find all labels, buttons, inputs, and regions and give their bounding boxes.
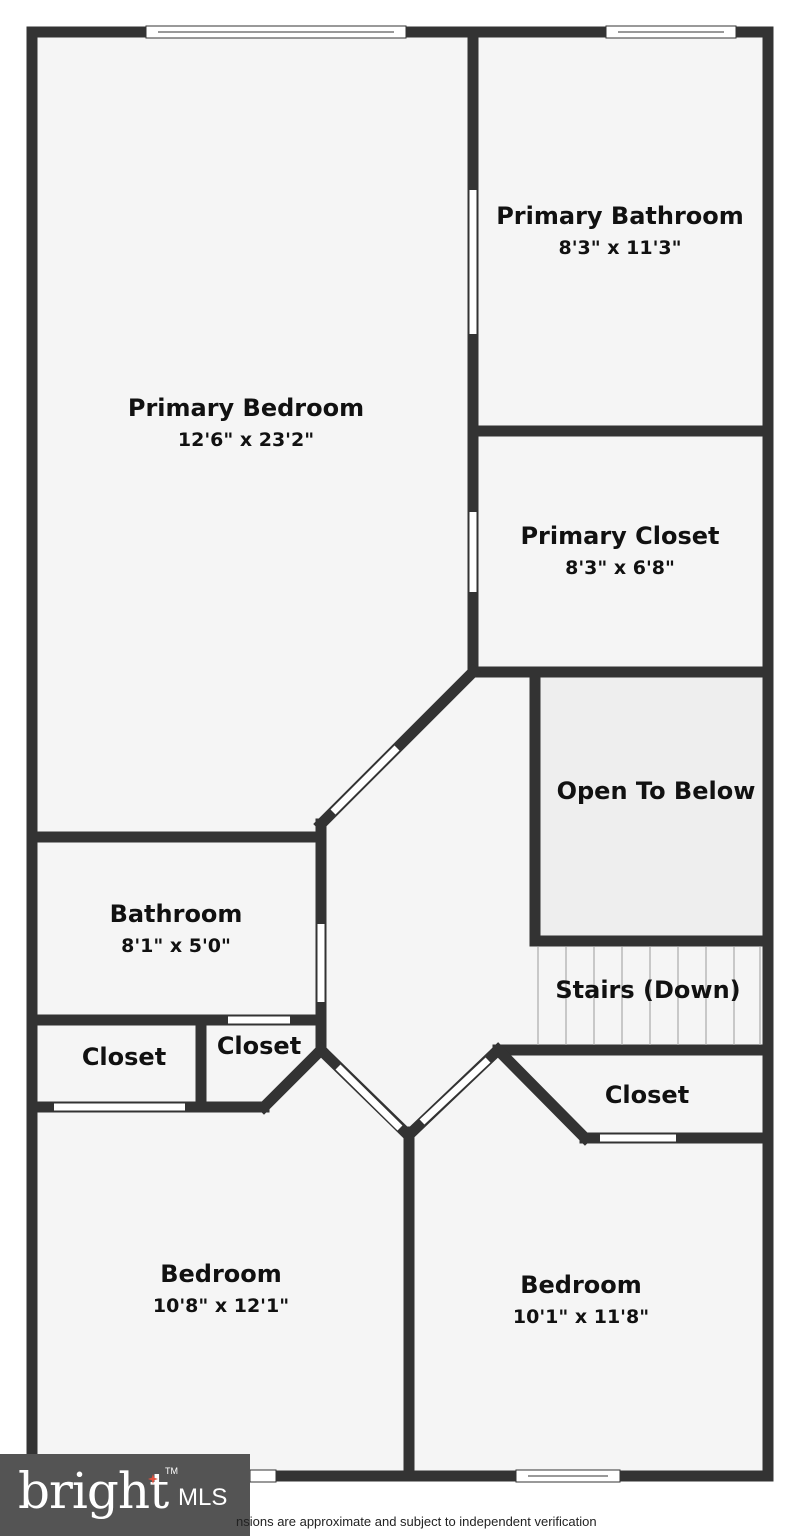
wall [256,1042,329,1115]
logo-mls: MLS [178,1484,228,1511]
disclaimer-text: nsions are approximate and subject to in… [236,1514,597,1529]
room-dims-bedroom-left: 10'8" x 12'1" [153,1295,289,1317]
windows [145,25,737,1483]
doorway [330,745,400,815]
doorway [335,1064,403,1131]
bright-mls-logo: bright TM MLS [0,1454,250,1536]
logo-wordmark: bright [18,1462,169,1520]
room-dims-primary-closet: 8'3" x 6'8" [565,557,675,579]
room-name-stairs: Stairs (Down) [555,976,740,1004]
logo-star-icon [148,1474,158,1484]
room-name-bathroom: Bathroom [110,900,243,928]
room-name-open-to-below: Open To Below [557,777,756,805]
room-name-bedroom-left: Bedroom [160,1260,282,1288]
stairs-treads [537,947,761,1045]
room-dims-bathroom: 8'1" x 5'0" [121,935,231,957]
doorway [419,1057,491,1125]
window [249,1469,277,1483]
room-dims-primary-bedroom: 12'6" x 23'2" [178,429,314,451]
openings [54,190,676,1142]
room-dims-bedroom-right: 10'1" x 11'8" [513,1306,649,1328]
logo-trademark: TM [165,1466,178,1476]
room-name-primary-closet: Primary Closet [520,522,719,550]
room-name-closet-left: Closet [82,1043,166,1071]
room-name-primary-bathroom: Primary Bathroom [496,202,744,230]
room-name-primary-bedroom: Primary Bedroom [128,394,364,422]
room-dims-primary-bathroom: 8'3" x 11'3" [558,237,681,259]
room-name-bedroom-right: Bedroom [520,1271,642,1299]
room-labels: Primary Bedroom 12'6" x 23'2" Primary Ba… [82,202,756,1328]
room-name-closet-right: Closet [605,1081,689,1109]
wall [490,1042,593,1146]
open-to-below-area [536,677,764,940]
room-name-closet-middle: Closet [217,1032,301,1060]
